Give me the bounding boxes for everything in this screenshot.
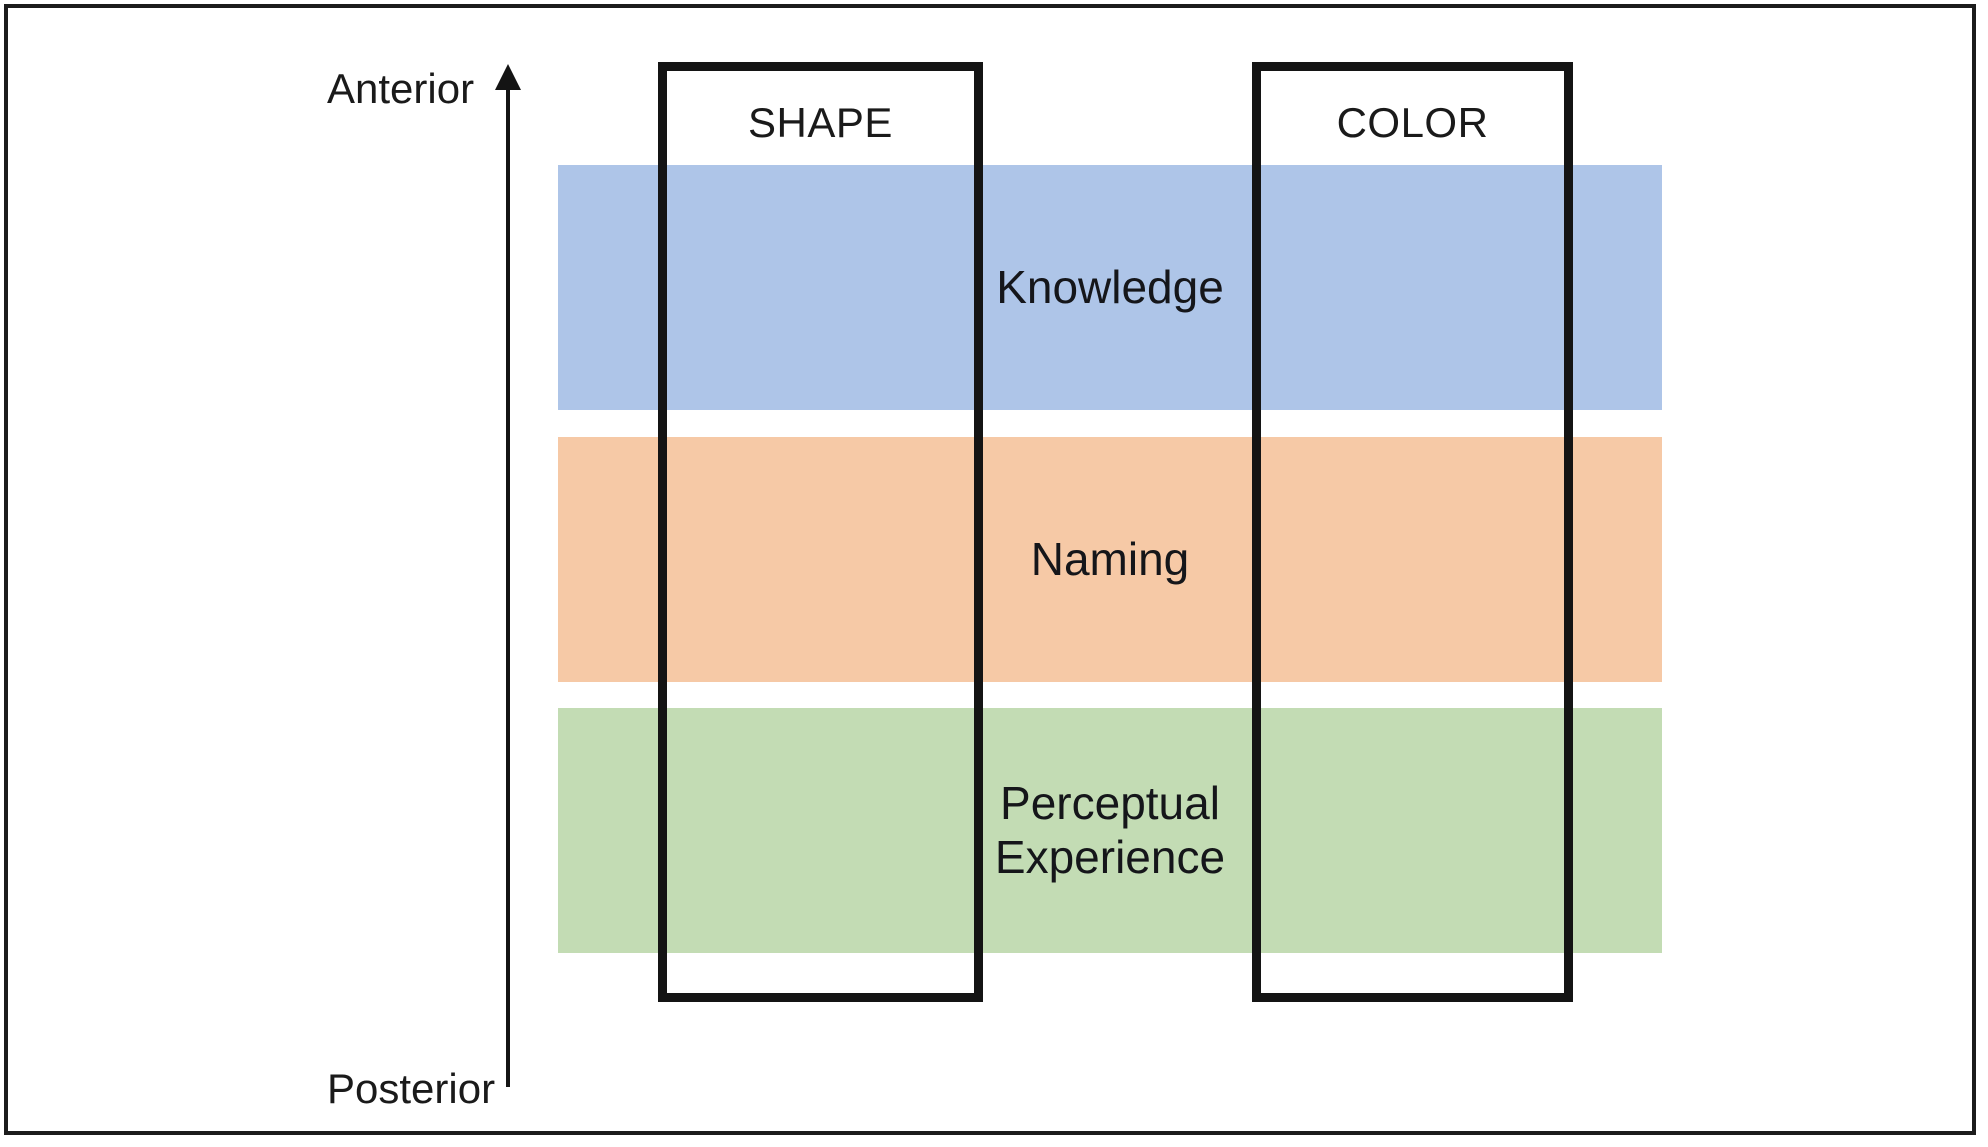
perceptual-experience-band-label: Perceptual Experience <box>994 777 1226 883</box>
axis-arrow-shaft <box>506 86 510 1087</box>
color-column-label: COLOR <box>1336 99 1489 146</box>
figure-border <box>4 4 1976 1135</box>
shape-column-box: SHAPE <box>658 62 983 1002</box>
up-arrow-icon <box>495 64 521 90</box>
shape-column-label: SHAPE <box>748 99 893 146</box>
color-column-box: COLOR <box>1252 62 1573 1002</box>
anterior-label: Anterior <box>327 65 475 112</box>
posterior-label: Posterior <box>327 1065 496 1112</box>
naming-band: Naming <box>558 437 1662 682</box>
naming-band-label: Naming <box>1030 532 1190 585</box>
perceptual-experience-band: Perceptual Experience <box>558 708 1662 953</box>
knowledge-band-label: Knowledge <box>996 260 1224 313</box>
knowledge-band: Knowledge <box>558 165 1662 410</box>
